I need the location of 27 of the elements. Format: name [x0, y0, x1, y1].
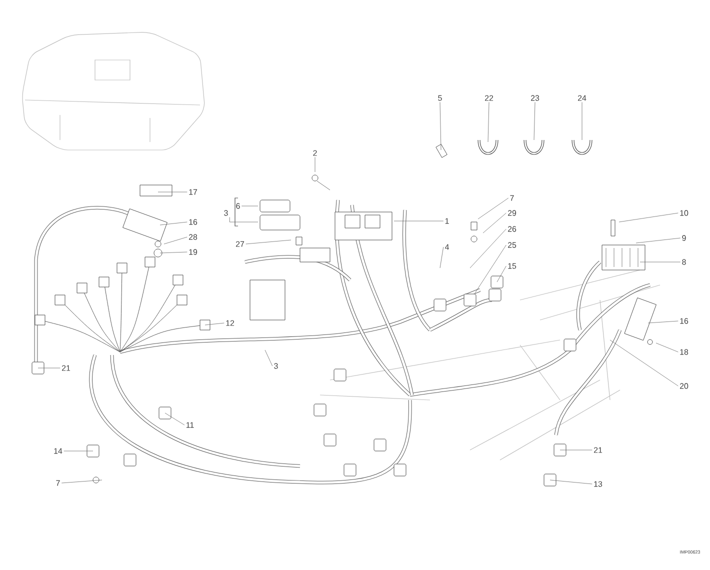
leader-line — [440, 246, 444, 268]
leader-line — [394, 220, 444, 222]
leader-line — [64, 450, 94, 452]
leader-line — [470, 228, 506, 268]
leader-line — [534, 102, 536, 140]
leader-line — [482, 212, 506, 234]
leader-line — [488, 102, 490, 142]
leader-line — [440, 102, 442, 150]
leader-line — [61, 480, 102, 484]
leader-line — [160, 222, 188, 226]
leader-line — [314, 156, 316, 172]
leader-line — [656, 342, 678, 352]
leader-line — [636, 238, 681, 244]
leader-line — [246, 240, 292, 244]
leader-line — [164, 236, 188, 244]
leader-line — [160, 252, 188, 254]
leader-line — [478, 198, 509, 220]
leader-line — [648, 320, 678, 324]
leader-line — [618, 212, 678, 222]
leader-line — [164, 412, 185, 426]
leader-line — [474, 244, 506, 294]
leader-line — [264, 350, 273, 366]
leader-line — [496, 266, 506, 282]
leader-line — [204, 322, 224, 326]
leader-line — [229, 217, 258, 222]
leader-line — [610, 340, 678, 386]
leader-line — [550, 480, 592, 484]
